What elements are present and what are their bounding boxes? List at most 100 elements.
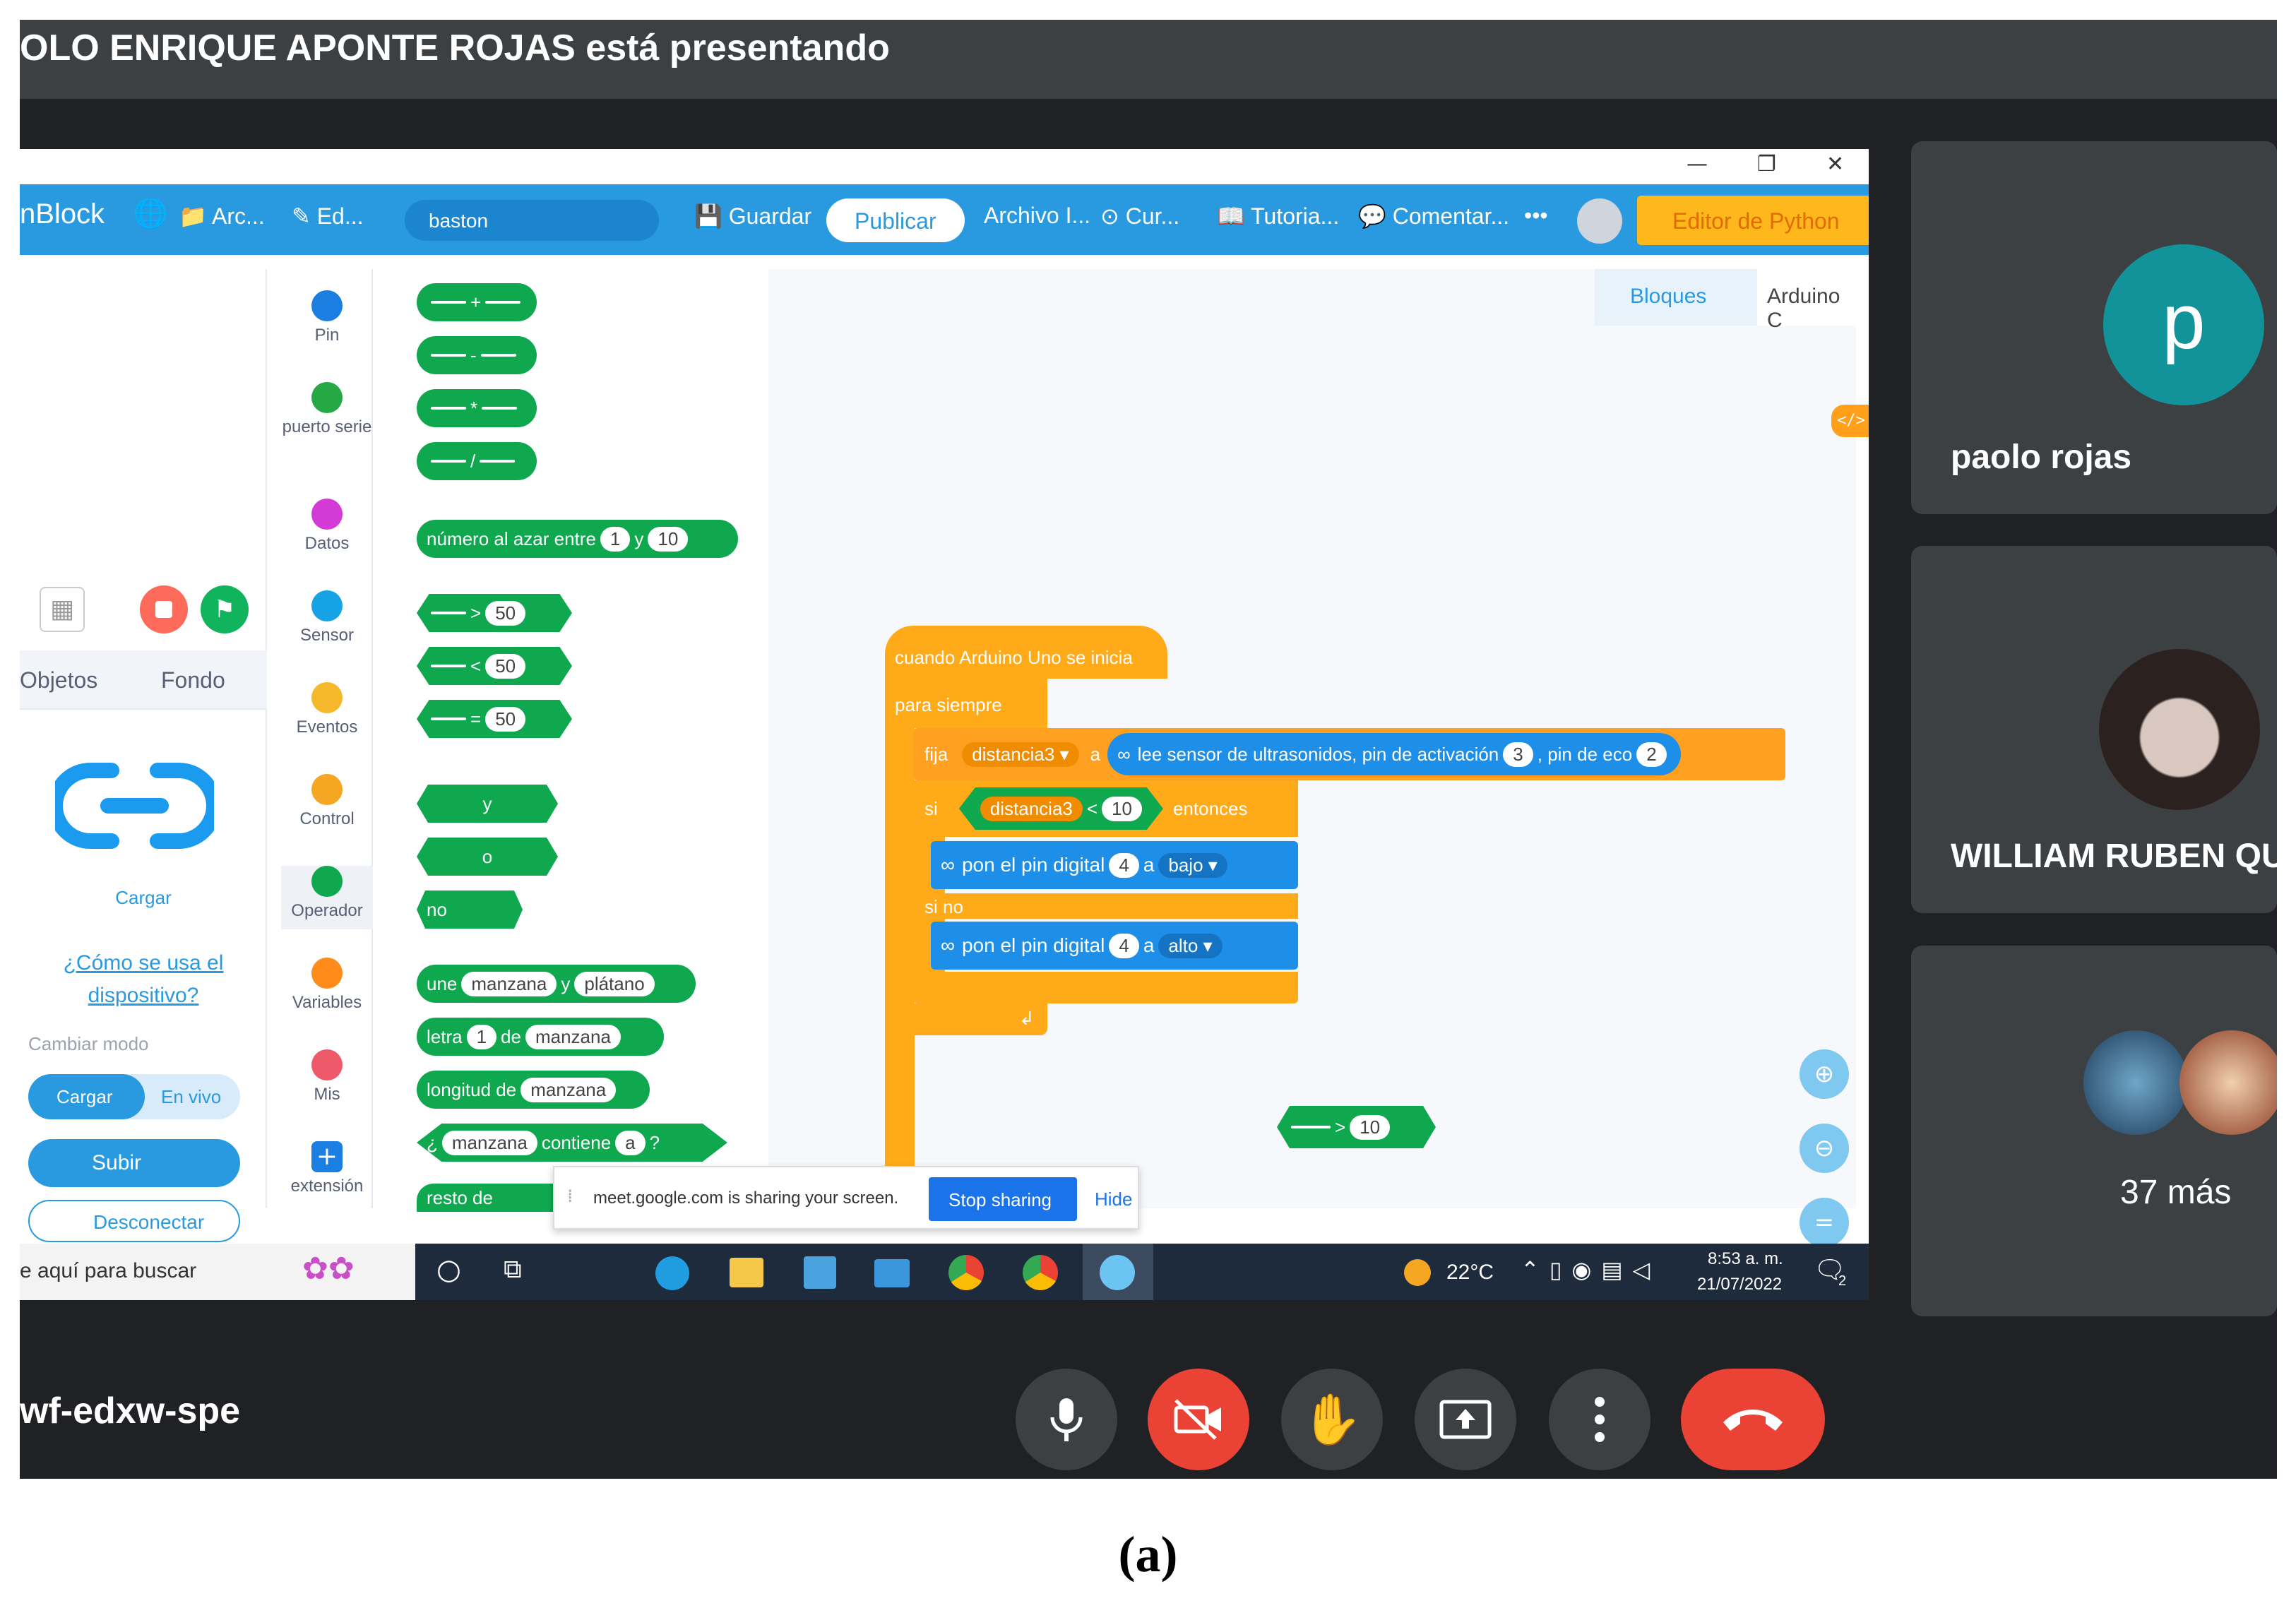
- category-operators[interactable]: Operador: [281, 866, 373, 929]
- category-pin[interactable]: Pin: [281, 290, 373, 345]
- block-add[interactable]: +: [417, 283, 537, 321]
- digital-write-low-block[interactable]: ∞ pon el pin digital 4 a bajo ▾: [931, 841, 1298, 889]
- level-dropdown[interactable]: alto ▾: [1158, 933, 1223, 958]
- category-serial[interactable]: puerto serie: [281, 382, 373, 437]
- notifications-icon[interactable]: 🗨: [1814, 1256, 1846, 1285]
- comments-menu[interactable]: 💬 Comentar...: [1358, 203, 1510, 229]
- leave-call-button[interactable]: [1681, 1369, 1825, 1470]
- block-subtract[interactable]: -: [417, 336, 537, 374]
- letter-n[interactable]: 1: [466, 1024, 497, 1049]
- loose-greater-block[interactable]: >10: [1277, 1106, 1436, 1148]
- close-button[interactable]: ✕: [1826, 152, 1845, 177]
- letter-string[interactable]: manzana: [525, 1024, 621, 1049]
- condition-block[interactable]: distancia3 < 10: [958, 787, 1163, 830]
- courses-menu[interactable]: ⊙ Cur...: [1100, 203, 1180, 229]
- mic-button[interactable]: [1016, 1369, 1117, 1470]
- category-data[interactable]: Datos: [281, 499, 373, 554]
- zoom-out-icon[interactable]: ⊖: [1800, 1124, 1849, 1173]
- category-events[interactable]: Eventos: [281, 682, 373, 737]
- compare-value[interactable]: 50: [485, 706, 526, 732]
- taskbar-search[interactable]: e aquí para buscar ✿✿: [20, 1244, 415, 1300]
- folder-icon[interactable]: [730, 1258, 763, 1287]
- tab-objects[interactable]: Objetos: [20, 667, 98, 693]
- mblock-taskbar-item[interactable]: [1083, 1244, 1153, 1300]
- tray-icons[interactable]: ⌃▯◉▤◁: [1521, 1256, 1660, 1283]
- project-name-input[interactable]: baston: [405, 200, 659, 241]
- code-toggle-icon[interactable]: </>: [1831, 405, 1869, 437]
- globe-icon[interactable]: 🌐: [133, 198, 168, 230]
- block-divide[interactable]: /: [417, 442, 537, 480]
- forever-block[interactable]: para siempre: [885, 679, 1047, 728]
- pin-number[interactable]: 4: [1109, 933, 1139, 958]
- cortana-icon[interactable]: ○: [436, 1253, 461, 1286]
- task-view-icon[interactable]: ⧉: [504, 1255, 522, 1284]
- compare-value[interactable]: 50: [485, 600, 526, 626]
- zoom-reset-icon[interactable]: =: [1800, 1198, 1849, 1247]
- level-dropdown[interactable]: bajo ▾: [1158, 852, 1227, 878]
- stop-button[interactable]: [140, 585, 188, 633]
- mode-upload-option[interactable]: Cargar: [28, 1074, 145, 1119]
- minimize-button[interactable]: —: [1687, 152, 1708, 177]
- drag-handle-icon[interactable]: ⁞: [567, 1186, 573, 1207]
- script-canvas[interactable]: Bloques Arduino C </> cuando Arduino Uno…: [768, 269, 1869, 1247]
- help-link[interactable]: ¿Cómo se usa el dispositivo?: [63, 951, 224, 1007]
- compare-value[interactable]: 50: [485, 653, 526, 679]
- join-b[interactable]: plátano: [574, 971, 655, 996]
- condition-variable[interactable]: distancia3: [980, 796, 1083, 821]
- camera-button[interactable]: [1148, 1369, 1249, 1470]
- block-and[interactable]: y: [417, 785, 558, 823]
- tab-background[interactable]: Fondo: [161, 667, 225, 693]
- edge-icon[interactable]: [655, 1256, 689, 1290]
- publish-button[interactable]: Publicar: [826, 198, 965, 242]
- category-control[interactable]: Control: [281, 774, 373, 829]
- grid-icon[interactable]: ▦: [40, 587, 85, 632]
- contains-string[interactable]: manzana: [441, 1130, 537, 1155]
- archive-menu[interactable]: Archivo I...: [984, 203, 1091, 228]
- else-block[interactable]: si no: [913, 893, 1298, 919]
- variable-dropdown[interactable]: distancia3 ▾: [962, 742, 1079, 767]
- more-options-button[interactable]: [1549, 1369, 1650, 1470]
- mode-live-option[interactable]: En vivo: [161, 1086, 222, 1107]
- disconnect-button[interactable]: Desconectar: [28, 1200, 240, 1242]
- upload-button[interactable]: Subir: [28, 1139, 240, 1187]
- compare-value[interactable]: 10: [1350, 1114, 1391, 1140]
- participant-tile-more[interactable]: 37 más: [1911, 946, 2277, 1316]
- raise-hand-button[interactable]: ✋: [1281, 1369, 1383, 1470]
- block-or[interactable]: o: [417, 838, 558, 876]
- zoom-in-icon[interactable]: ⊕: [1800, 1049, 1849, 1099]
- hide-button[interactable]: Hide: [1095, 1189, 1133, 1210]
- category-my-blocks[interactable]: Mis: [281, 1049, 373, 1104]
- random-from[interactable]: 1: [600, 526, 631, 552]
- length-string[interactable]: manzana: [521, 1077, 617, 1102]
- stop-sharing-button[interactable]: Stop sharing: [929, 1177, 1077, 1221]
- category-variables[interactable]: Variables: [281, 958, 373, 1013]
- chrome-icon[interactable]: [948, 1255, 984, 1290]
- digital-write-high-block[interactable]: ∞ pon el pin digital 4 a alto ▾: [931, 922, 1298, 970]
- python-editor-button[interactable]: Editor de Python: [1637, 196, 1869, 245]
- contains-char[interactable]: a: [615, 1130, 646, 1155]
- mode-toggle[interactable]: Cargar En vivo: [28, 1074, 240, 1119]
- block-equal[interactable]: =50: [417, 700, 572, 738]
- block-greater[interactable]: >50: [417, 594, 572, 632]
- tutorials-menu[interactable]: 📖 Tutoria...: [1217, 203, 1340, 229]
- set-variable-block[interactable]: fija distancia3 ▾ a ∞ lee sensor de ultr…: [913, 728, 1785, 780]
- block-multiply[interactable]: *: [417, 389, 537, 427]
- more-menu[interactable]: •••: [1524, 203, 1548, 228]
- category-extension[interactable]: +extensión: [281, 1141, 373, 1196]
- tab-blocks[interactable]: Bloques: [1595, 269, 1757, 326]
- condition-value[interactable]: 10: [1102, 796, 1142, 821]
- hat-block[interactable]: cuando Arduino Uno se inicia: [885, 626, 1167, 679]
- chrome-icon[interactable]: [1023, 1255, 1058, 1290]
- mail-icon[interactable]: [874, 1259, 910, 1287]
- restore-button[interactable]: ❐: [1757, 152, 1776, 177]
- save-button[interactable]: 💾 Guardar: [694, 203, 812, 229]
- block-less[interactable]: <50: [417, 647, 572, 685]
- if-block[interactable]: si distancia3 < 10 entonces: [913, 780, 1298, 837]
- store-icon[interactable]: [804, 1256, 836, 1289]
- random-to[interactable]: 10: [648, 526, 689, 552]
